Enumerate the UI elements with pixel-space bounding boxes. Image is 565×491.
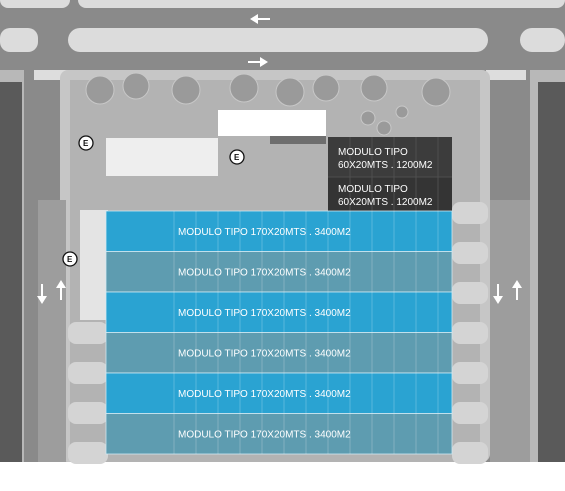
large-module-label: MODULO TIPO 170X20MTS . 3400M2 xyxy=(178,308,351,319)
large-module-4: MODULO TIPO 170X20MTS . 3400M2 xyxy=(105,332,453,374)
parking-sign-icon: E xyxy=(229,149,245,165)
large-module-3: MODULO TIPO 170X20MTS . 3400M2 xyxy=(105,291,453,333)
large-module-2: MODULO TIPO 170X20MTS . 3400M2 xyxy=(105,251,453,293)
arrow-down-right-icon xyxy=(493,284,503,304)
parking-sign-icon: E xyxy=(62,251,78,267)
crosswalk-top-right xyxy=(486,70,526,80)
large-module-label: MODULO TIPO 170X20MTS . 3400M2 xyxy=(178,349,351,360)
curb-right-dark xyxy=(538,82,565,462)
curb-left-dark xyxy=(0,82,22,462)
median-center xyxy=(68,28,488,52)
arrow-east-icon xyxy=(248,57,268,67)
small-module-1 xyxy=(328,137,452,177)
large-module-body xyxy=(105,291,453,333)
large-module-label: MODULO TIPO 170X20MTS . 3400M2 xyxy=(178,268,351,279)
crosswalk-top-left xyxy=(34,70,68,80)
large-module-body xyxy=(105,251,453,293)
arrow-up-right-icon xyxy=(512,280,522,300)
large-module-body xyxy=(105,372,453,414)
small-module-size-2: 60X20MTS . 1200M2 xyxy=(338,197,433,208)
small-module-2 xyxy=(328,177,452,211)
small-module-title-2: MODULO TIPO xyxy=(338,184,408,195)
parking-block xyxy=(106,138,218,176)
arrow-down-left-icon xyxy=(37,284,47,304)
parking-sign-label: E xyxy=(234,153,240,162)
median-right xyxy=(520,28,565,52)
median-top-left xyxy=(0,0,70,8)
median-top xyxy=(78,0,565,8)
large-module-5: MODULO TIPO 170X20MTS . 3400M2 xyxy=(105,372,453,414)
small-module-label-2: MODULO TIPO 60X20MTS . 1200M2 xyxy=(338,184,433,208)
large-module-6: MODULO TIPO 170X20MTS . 3400M2 xyxy=(105,413,453,455)
right-parking-bays xyxy=(452,202,488,464)
median-left xyxy=(0,28,38,52)
left-service-lane xyxy=(38,200,66,462)
large-module-1: MODULO TIPO 170X20MTS . 3400M2 xyxy=(105,210,453,252)
arrow-west-icon xyxy=(250,14,270,24)
bottom-edge xyxy=(0,462,565,491)
annex-building xyxy=(218,110,326,136)
large-module-body xyxy=(105,332,453,374)
left-strip xyxy=(80,210,108,320)
small-module-title-1: MODULO TIPO xyxy=(338,147,408,158)
right-service-lane xyxy=(490,200,530,462)
parking-sign-icon: E xyxy=(78,135,94,151)
small-modules-grid xyxy=(328,137,452,211)
parking-sign-label: E xyxy=(83,139,89,148)
small-module-size-1: 60X20MTS . 1200M2 xyxy=(338,160,433,171)
large-module-body xyxy=(105,413,453,455)
arrow-up-left-icon xyxy=(56,280,66,300)
left-parking-bays xyxy=(68,322,108,464)
small-module-label-1: MODULO TIPO 60X20MTS . 1200M2 xyxy=(338,147,433,171)
large-module-label: MODULO TIPO 170X20MTS . 3400M2 xyxy=(178,227,351,238)
large-module-label: MODULO TIPO 170X20MTS . 3400M2 xyxy=(178,430,351,441)
annex-building-dark xyxy=(270,136,326,144)
large-module-label: MODULO TIPO 170X20MTS . 3400M2 xyxy=(178,389,351,400)
parking-sign-label: E xyxy=(67,255,73,264)
